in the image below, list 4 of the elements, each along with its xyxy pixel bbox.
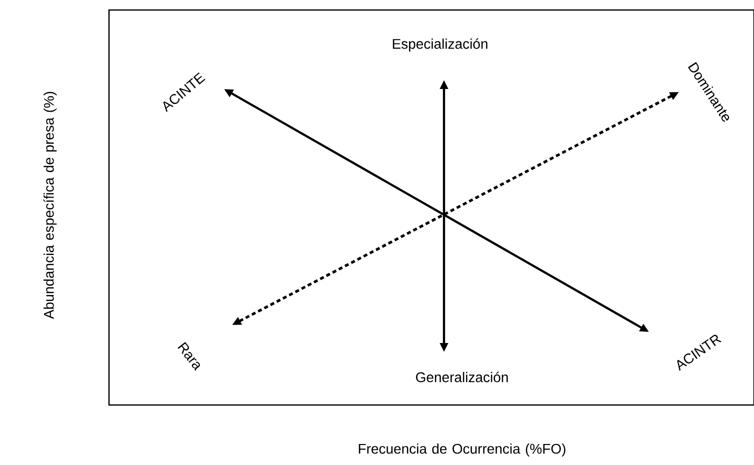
axis-end-label: Generalización	[416, 372, 508, 382]
axis-title: Abundancia específica de presa (%)	[43, 92, 57, 319]
axis-title: Frecuencia de Ocurrencia (%FO)	[358, 443, 566, 457]
axis-end-label: Especialización	[392, 38, 488, 52]
